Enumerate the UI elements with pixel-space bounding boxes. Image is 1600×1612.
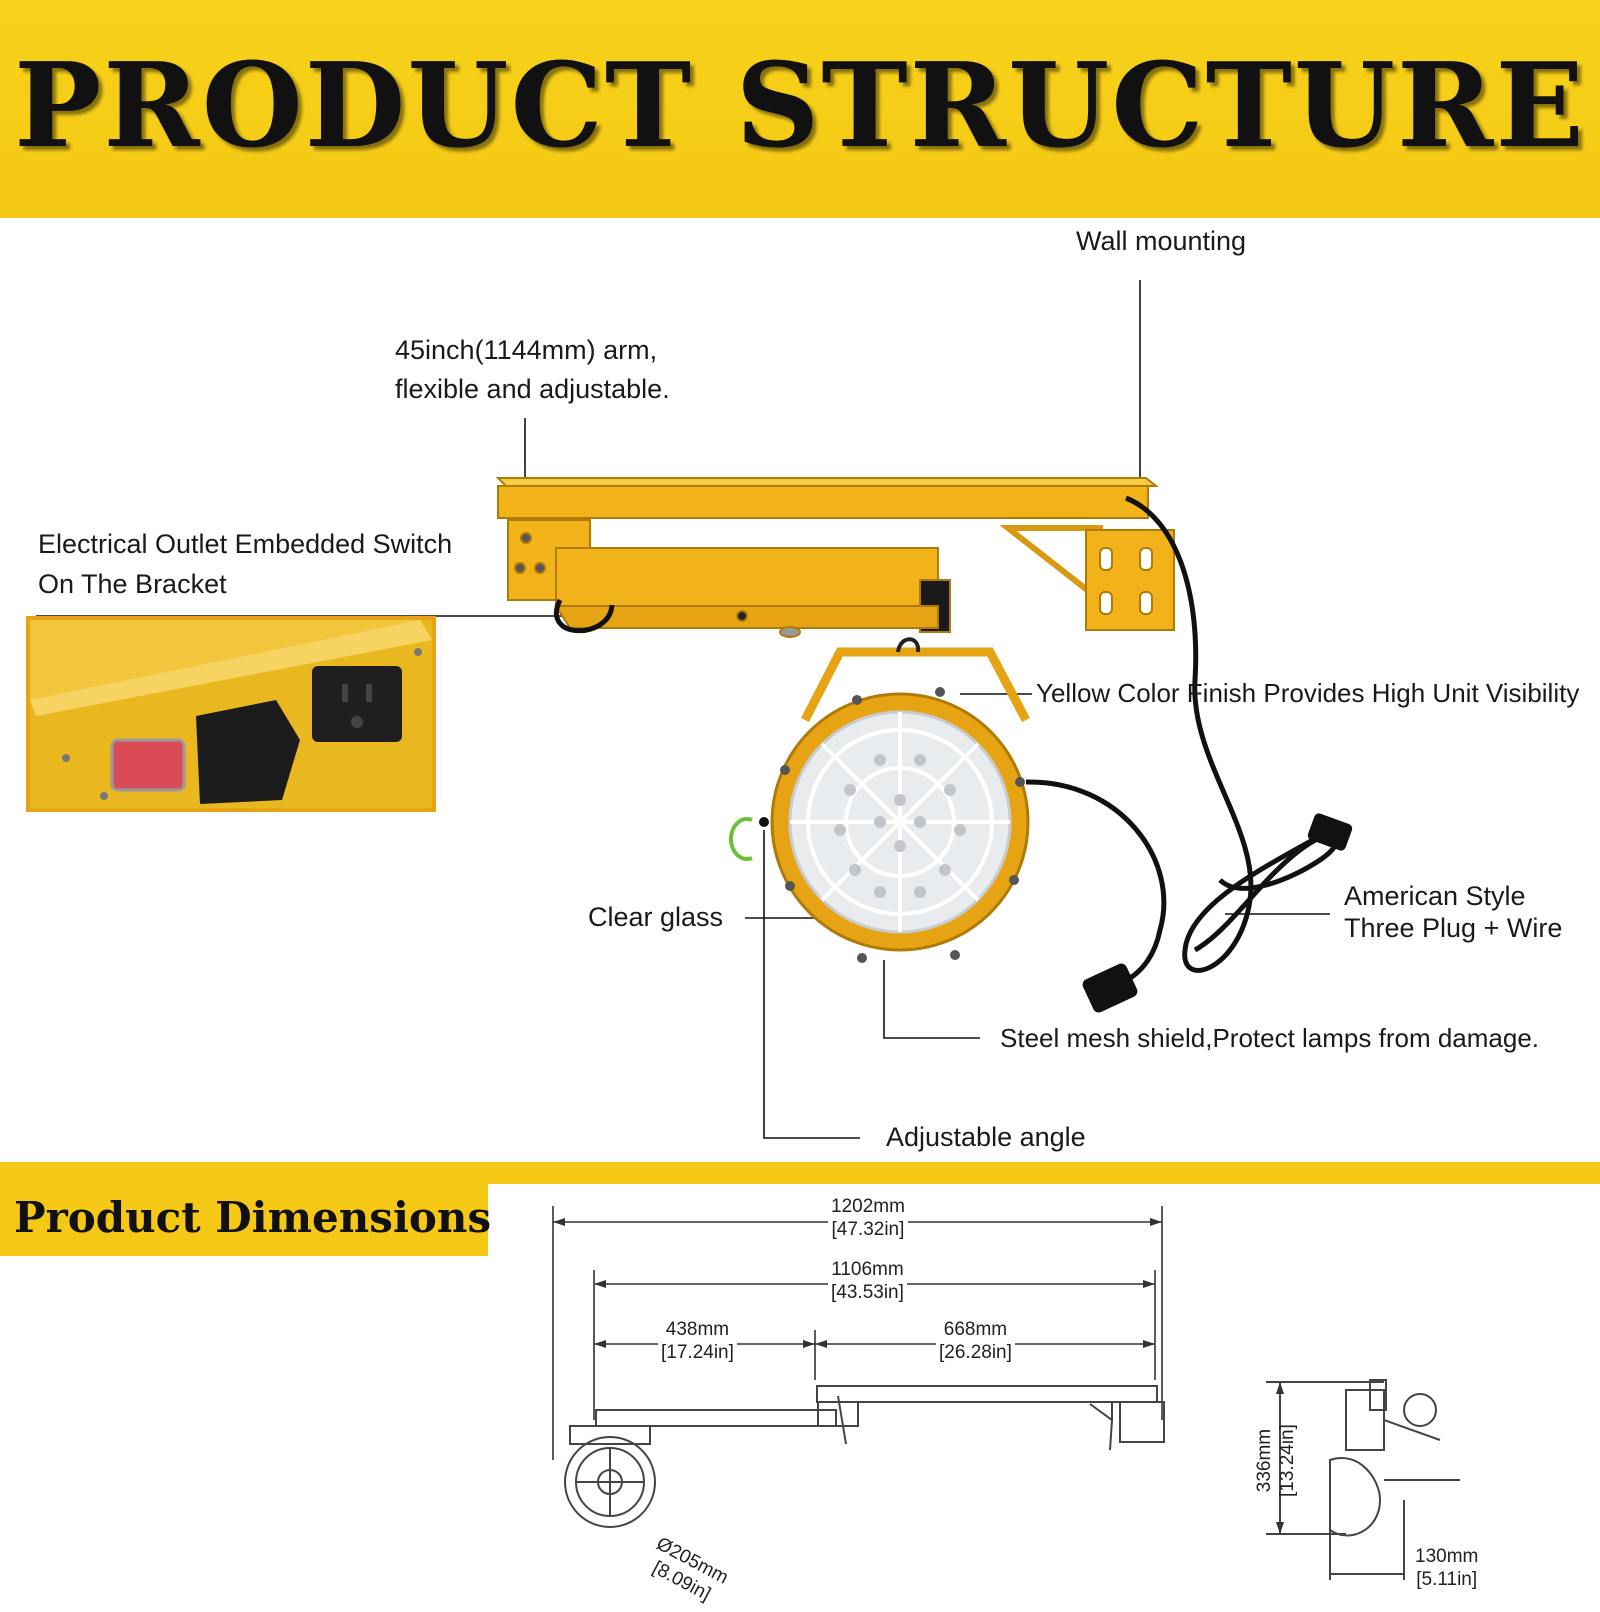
page-title: PRODUCT STRUCTURE	[14, 38, 1586, 174]
left-seg-dim-in: [17.24in]	[661, 1341, 734, 1363]
plug-label: American Style Three Plug + Wire	[1344, 880, 1562, 945]
plug-text-line2: Three Plug + Wire	[1344, 913, 1563, 944]
wall-bracket	[999, 525, 1175, 631]
inner-dim-in: [43.53in]	[831, 1281, 904, 1303]
arm-text-line1: 45inch(1144mm) arm,	[395, 335, 658, 365]
arm-text-line2: flexible and adjustable.	[395, 374, 670, 405]
depth-dim-label: 130mm [5.11in]	[1412, 1546, 1481, 1592]
outlet-label: Electrical Outlet Embedded Switch On The…	[38, 525, 452, 605]
inner-dim-label: 1106mm [43.53in]	[828, 1259, 907, 1305]
yellow-finish-text: Yellow Color Finish Provides High Unit V…	[1036, 678, 1580, 708]
elbow-cable	[554, 598, 615, 634]
left-seg-dim-label: 438mm [17.24in]	[658, 1319, 737, 1365]
clear-glass-text: Clear glass	[588, 902, 724, 932]
right-seg-dim-label: 668mm [26.28in]	[936, 1319, 1015, 1365]
lamp-head	[770, 687, 1030, 963]
product-illustration	[26, 280, 1353, 1139]
arm-label: 45inch(1144mm) arm, flexible and adjusta…	[395, 331, 670, 409]
overall-dim-mm: 1202mm	[831, 1196, 905, 1217]
overall-dim-label: 1202mm [47.32in]	[828, 1196, 908, 1242]
height-dim-mm: 336mm	[1254, 1428, 1275, 1493]
overall-dim-in: [47.32in]	[831, 1218, 905, 1240]
dimensions-title-tab	[0, 1184, 488, 1256]
adjustable-angle-text: Adjustable angle	[886, 1122, 1086, 1152]
depth-dim-mm: 130mm	[1415, 1546, 1479, 1567]
clear-glass-label: Clear glass	[588, 898, 723, 937]
header-banner	[0, 0, 1600, 218]
dimensions-band	[0, 1162, 1600, 1184]
side-view-line-art	[1266, 1379, 1460, 1580]
wall-mounting-label: Wall mounting	[1076, 222, 1246, 261]
angle-leader	[763, 830, 860, 1139]
lower-arm	[554, 547, 951, 638]
right-seg-dim-in: [26.28in]	[939, 1341, 1012, 1363]
wall-mounting-text: Wall mounting	[1076, 226, 1247, 256]
dimensions-title: Product Dimensions	[14, 1193, 492, 1242]
outlet-text-line2: On The Bracket	[38, 568, 227, 599]
yellow-finish-label: Yellow Color Finish Provides High Unit V…	[1036, 675, 1579, 713]
inner-dim-mm: 1106mm	[831, 1259, 904, 1280]
left-seg-dim-mm: 438mm	[665, 1319, 730, 1340]
outlet-inset-photo	[26, 616, 436, 812]
plug-text-line1: American Style	[1344, 881, 1526, 911]
outlet-text-line1: Electrical Outlet Embedded Switch	[38, 529, 453, 559]
right-seg-dim-mm: 668mm	[943, 1319, 1008, 1340]
depth-dim-in: [5.11in]	[1416, 1568, 1478, 1590]
rotate-arrow-icon	[729, 817, 753, 861]
height-dim-in: [13.24in]	[1276, 1424, 1298, 1497]
steel-mesh-label: Steel mesh shield,Protect lamps from dam…	[1000, 1020, 1539, 1058]
upper-arm	[495, 477, 1159, 519]
plug-head	[1082, 813, 1353, 1013]
mesh-leader	[883, 960, 980, 1039]
adjustable-angle-label: Adjustable angle	[886, 1118, 1086, 1157]
steel-mesh-text: Steel mesh shield,Protect lamps from dam…	[1000, 1023, 1540, 1053]
dimension-line-art	[564, 1385, 1165, 1528]
height-dim-label: 336mm [13.24in]	[1254, 1421, 1300, 1500]
lamp-yoke	[800, 647, 1030, 723]
